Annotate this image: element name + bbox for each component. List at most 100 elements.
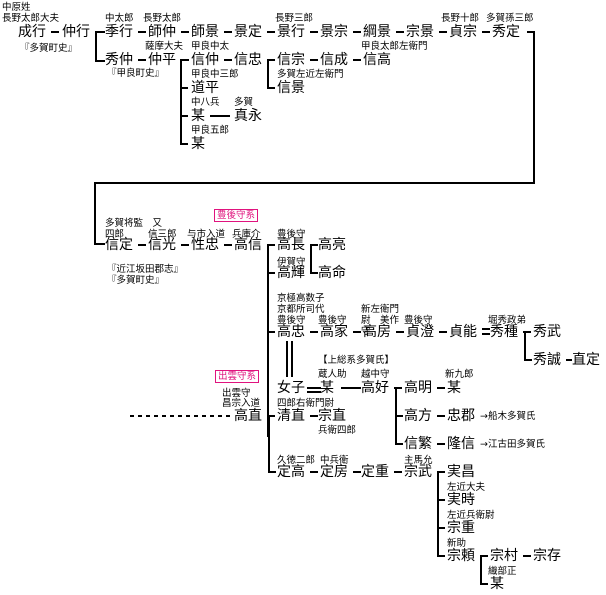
person-title: 多賀将監 又四郎 <box>105 218 163 240</box>
link-line <box>394 387 402 389</box>
link-line <box>94 243 105 245</box>
person-name: 宗直 <box>318 408 346 424</box>
link-line <box>341 387 361 389</box>
person-name: 秀定 <box>492 24 520 40</box>
link-line <box>437 555 445 557</box>
person-name: 景宗 <box>320 24 348 40</box>
person-title: 久徳二郎 <box>277 455 316 466</box>
adoption-line <box>482 328 490 330</box>
person-title: 中太郎 <box>105 13 134 24</box>
person-name: 某 <box>320 380 334 396</box>
person-title: 長野太郎大夫 <box>2 13 60 24</box>
person-title: 長野太郎 <box>143 13 182 24</box>
link-line <box>268 415 270 473</box>
link-line <box>267 415 275 417</box>
dashed-line <box>178 415 182 417</box>
person-name: 高家 <box>320 324 348 340</box>
person-title: 伊賀守 <box>277 257 306 268</box>
person-title: 左近大夫 <box>447 482 486 493</box>
link-line <box>395 415 403 417</box>
link-line <box>396 31 404 33</box>
link-line <box>310 59 318 61</box>
person-title: 甲良五郎 <box>191 125 230 136</box>
link-line <box>267 331 275 333</box>
person-name: 宗村 <box>490 548 518 564</box>
person-name: 仲平 <box>148 52 176 68</box>
dashed-line <box>194 415 198 417</box>
marriage-line <box>291 341 293 377</box>
person-title: 多賀左近左衛門 <box>277 69 344 80</box>
link-line <box>523 331 531 333</box>
link-line <box>353 31 361 33</box>
link-line <box>267 59 269 89</box>
person-title: 兵衛四郎 <box>318 425 357 436</box>
link-line <box>310 244 318 246</box>
link-line <box>224 31 232 33</box>
marriage-line <box>286 341 288 377</box>
dashed-line <box>218 415 222 417</box>
link-line <box>310 415 318 417</box>
link-line <box>310 31 318 33</box>
person-name: 貞澄 <box>406 324 434 340</box>
person-title: 織部正 <box>488 566 517 577</box>
person-title: 新左衛門尉 美作守 <box>361 304 400 337</box>
link-line <box>268 471 276 473</box>
person-title: 多賀 <box>234 97 254 108</box>
link-line <box>180 143 188 145</box>
person-name: 女子 <box>277 380 305 396</box>
person-title: 越中守 <box>361 369 390 380</box>
link-line <box>523 555 531 557</box>
person-name: 宗武 <box>404 464 432 480</box>
link-line <box>353 59 361 61</box>
person-name: 景定 <box>234 24 262 40</box>
link-line <box>310 471 318 473</box>
person-name: 景行 <box>277 24 305 40</box>
source-citation: 『多賀町史』 <box>20 43 78 54</box>
marriage-line <box>307 387 321 389</box>
person-title: 京極高数子 <box>277 293 325 304</box>
origin-note: 中原姓 <box>2 2 31 13</box>
dashed-line <box>210 415 214 417</box>
person-name: 直定 <box>572 352 600 368</box>
link-line <box>527 31 535 33</box>
link-line <box>439 31 447 33</box>
person-name: 信成 <box>320 52 348 68</box>
person-name: 実昌 <box>447 464 475 480</box>
person-title: 主馬允 <box>404 455 433 466</box>
person-name: 清直 <box>277 408 305 424</box>
person-title: 甲良太郎左衛門 <box>361 41 428 52</box>
person-name: 宗頼 <box>447 548 475 564</box>
link-line <box>267 244 269 437</box>
person-name: 高信 <box>234 237 262 253</box>
link-line <box>95 31 105 33</box>
person-title: 堀秀政弟 <box>488 315 527 326</box>
person-title: 薩摩大夫 <box>145 41 184 52</box>
link-line <box>180 59 182 145</box>
person-name: 定重 <box>361 464 389 480</box>
person-name: 某 <box>490 576 504 592</box>
link-line <box>51 31 59 33</box>
dashed-line <box>154 415 158 417</box>
person-name: 貞宗 <box>449 24 477 40</box>
person-name: 秀種 <box>490 324 518 340</box>
link-line <box>181 31 189 33</box>
link-line <box>395 443 403 445</box>
link-line <box>138 59 146 61</box>
person-name: 信忠 <box>234 52 262 68</box>
dashed-line <box>202 415 206 417</box>
link-line <box>480 555 482 585</box>
person-title: 長野三郎 <box>275 13 314 24</box>
person-name: 信仲 <box>191 52 219 68</box>
person-name: 高好 <box>361 380 389 396</box>
person-name: 忠郡 <box>447 408 475 424</box>
link-line <box>224 59 232 61</box>
link-line <box>437 499 445 501</box>
link-line <box>138 31 146 33</box>
link-line <box>437 527 445 529</box>
dashed-line <box>226 415 230 417</box>
link-line <box>482 31 490 33</box>
branch-tag-bungo: 豊後守系 <box>214 209 259 222</box>
person-title: 中兵衛 <box>320 455 349 466</box>
link-line <box>394 471 402 473</box>
